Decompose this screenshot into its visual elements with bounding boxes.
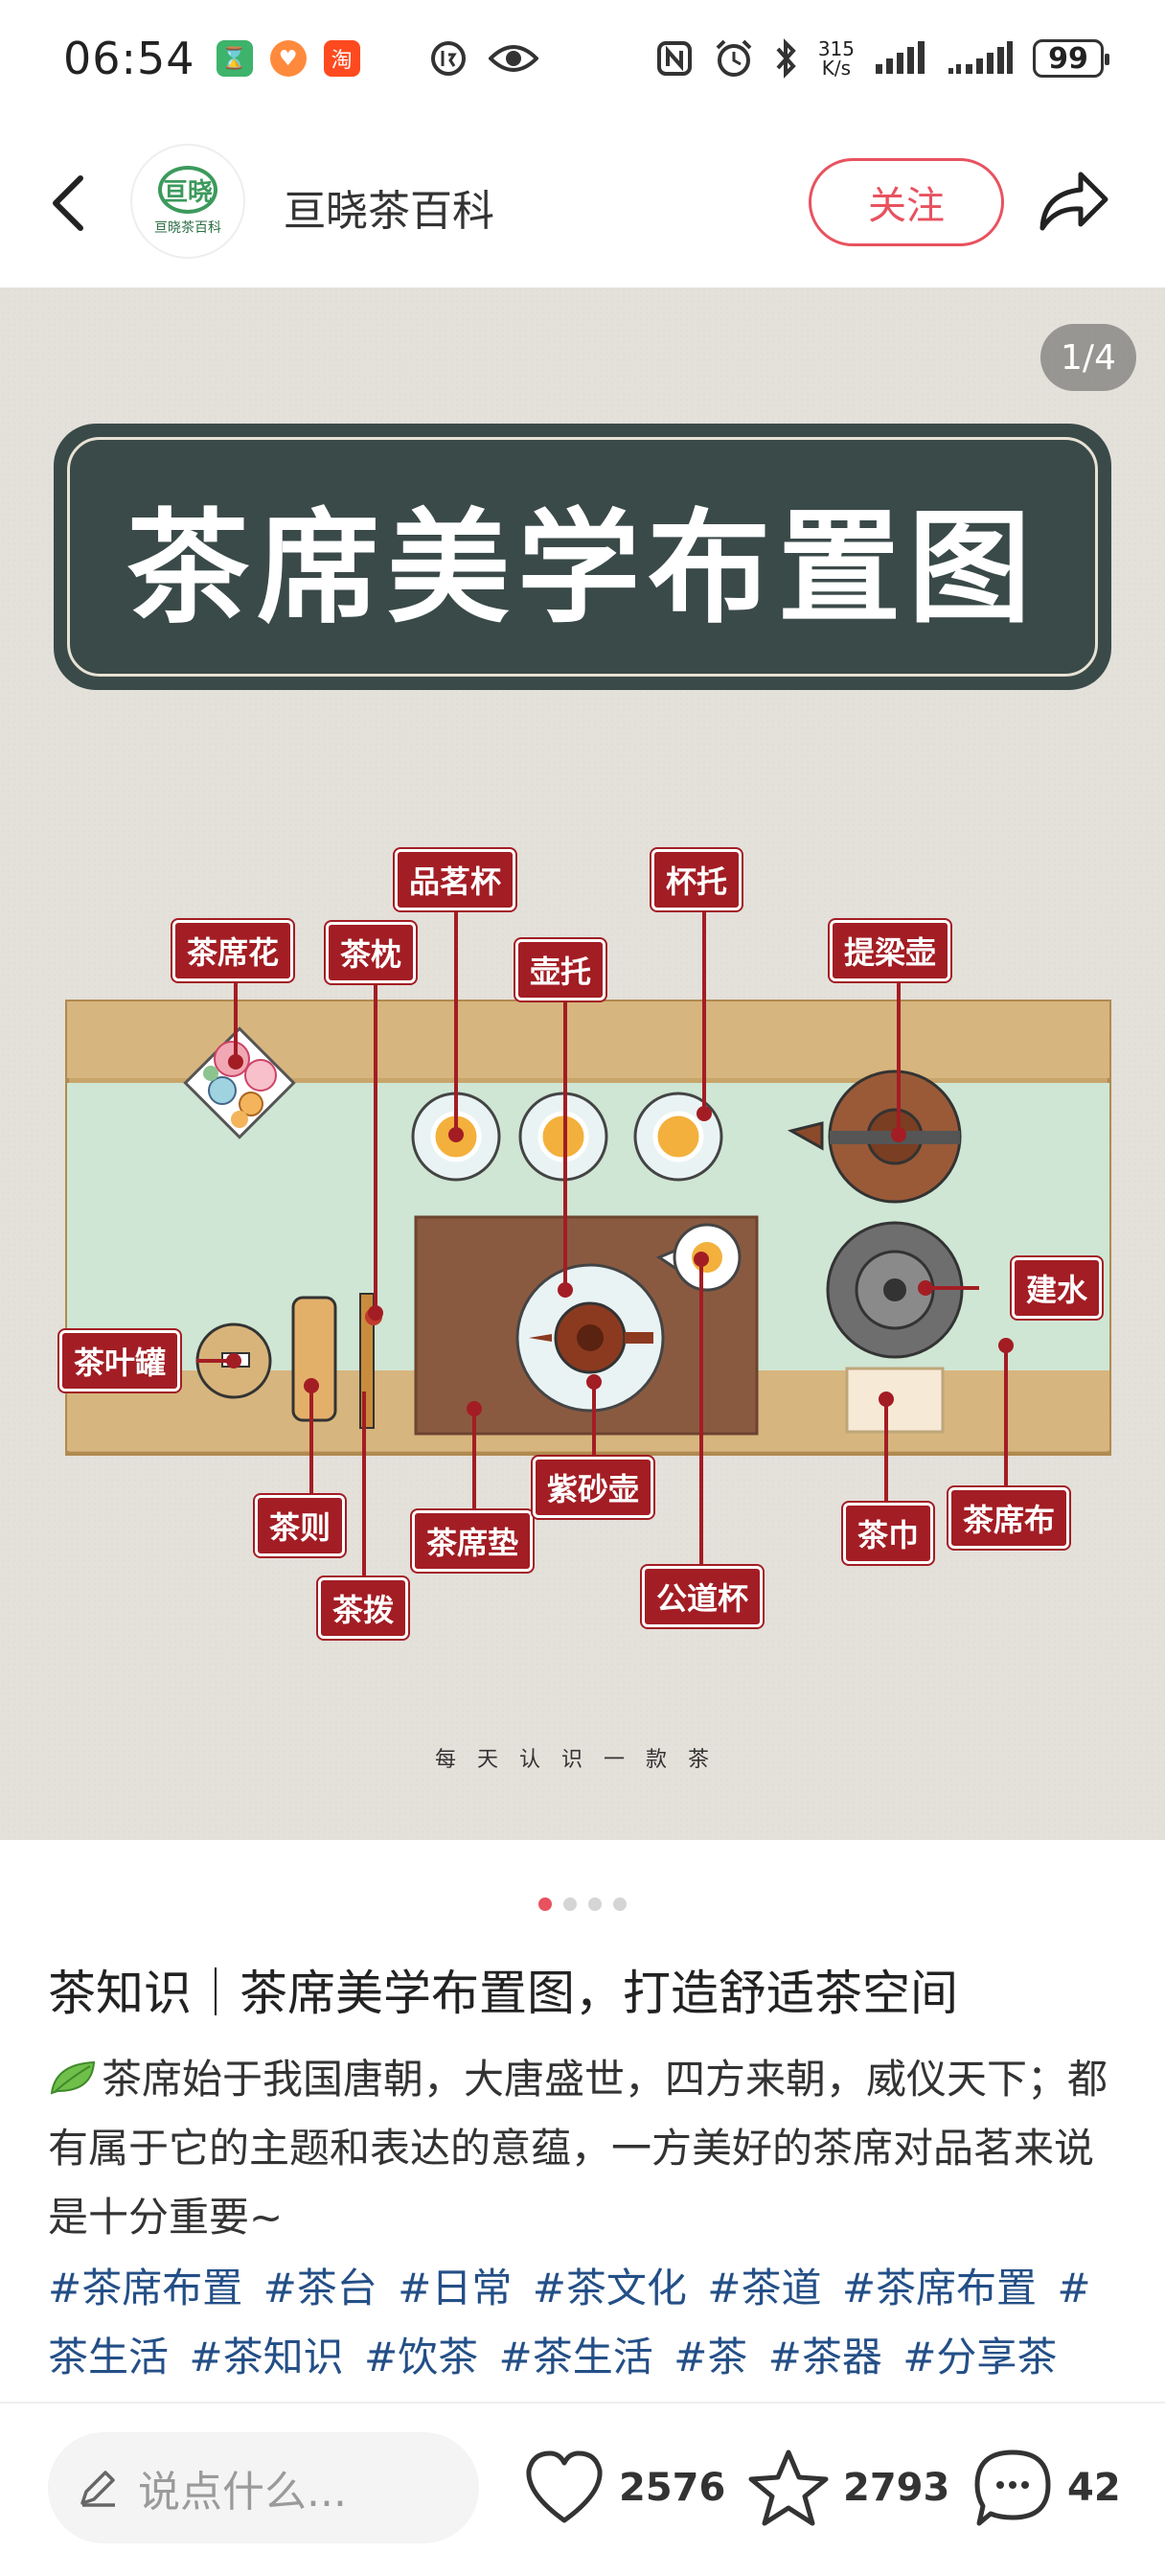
network-speed: 315 K/s bbox=[818, 39, 855, 78]
page-indicator: 1/4 bbox=[1040, 324, 1136, 391]
comment-placeholder: 说点什么... bbox=[138, 2468, 347, 2517]
label-waste-bowl: 建水 bbox=[1012, 1257, 1103, 1319]
label-pinming-cup: 品茗杯 bbox=[395, 849, 516, 910]
comment-input[interactable]: 说点什么... bbox=[48, 2432, 479, 2543]
tag-link[interactable]: #茶生活 bbox=[48, 2265, 1091, 2380]
label-cup-saucer: 杯托 bbox=[651, 849, 742, 910]
zisha-pot-shape bbox=[515, 1263, 665, 1413]
post-body: 茶席始于我国唐朝，大唐盛世，四方来朝，威仪天下；都有属于它的主题和表达的意蕴，一… bbox=[48, 2045, 1131, 2252]
tag-link[interactable]: #茶席布置 bbox=[48, 2265, 243, 2312]
signal-icon-2 bbox=[948, 41, 1013, 74]
label-tea-canister: 茶叶罐 bbox=[59, 1330, 181, 1392]
tea-towel-shape bbox=[845, 1367, 945, 1434]
post-tags: #茶席布置 #茶台 #日常 #茶文化 #茶道 #茶席布置 #茶生活 #茶知识 #… bbox=[48, 2254, 1131, 2392]
status-mid-icons bbox=[429, 39, 538, 78]
post-body-text: 茶席始于我国唐朝，大唐盛世，四方来朝，威仪天下；都有属于它的主题和表达的意蕴，一… bbox=[48, 2056, 1108, 2241]
battery-level: 99 bbox=[1048, 41, 1088, 76]
carousel-dots bbox=[0, 1898, 1165, 1911]
label-tea-flower: 茶席花 bbox=[172, 920, 294, 981]
leaf-icon bbox=[50, 2060, 96, 2095]
waste-bowl-shape bbox=[826, 1221, 964, 1359]
battery-indicator: 99 bbox=[1033, 39, 1109, 78]
tag-link[interactable]: #茶道 bbox=[707, 2265, 822, 2312]
label-zisha-pot: 紫砂壶 bbox=[533, 1457, 654, 1518]
author-name[interactable]: 亘晓茶百科 bbox=[284, 187, 494, 236]
tag-link[interactable]: #茶生活 bbox=[498, 2334, 653, 2380]
favorite-button[interactable]: 2793 bbox=[747, 2442, 949, 2534]
tag-link[interactable]: #茶 bbox=[674, 2334, 748, 2380]
like-count: 2576 bbox=[619, 2466, 726, 2510]
carousel-dot-2[interactable] bbox=[563, 1898, 577, 1911]
label-fair-cup: 公道杯 bbox=[642, 1566, 764, 1627]
chat-bubble-icon bbox=[974, 2450, 1051, 2526]
carousel-dot-4[interactable] bbox=[613, 1898, 627, 1911]
notification-icons: ⌛ ♥ 淘 bbox=[216, 40, 360, 77]
taobao-icon: 淘 bbox=[323, 40, 360, 77]
pencil-icon bbox=[80, 2471, 115, 2507]
tag-link[interactable]: #茶器 bbox=[767, 2334, 882, 2380]
avatar-logo: 亘晓 bbox=[158, 166, 217, 214]
follow-button[interactable]: 关注 bbox=[809, 158, 1004, 246]
poster-footer: 每天认识一款茶 bbox=[434, 1748, 730, 1772]
comment-button[interactable]: 42 bbox=[971, 2442, 1121, 2534]
label-tea-towel: 茶巾 bbox=[843, 1503, 934, 1564]
signal-icon-1 bbox=[876, 41, 925, 74]
label-tea-pillow: 茶枕 bbox=[326, 922, 417, 983]
tag-link[interactable]: #茶文化 bbox=[532, 2265, 687, 2312]
post-title: 茶知识｜茶席美学布置图，打造舒适茶空间 bbox=[48, 1966, 958, 2021]
tag-link[interactable]: #分享茶 bbox=[902, 2334, 1058, 2380]
banner-border bbox=[67, 437, 1098, 677]
heart-app-icon: ♥ bbox=[269, 40, 307, 77]
label-tea-scoop: 茶则 bbox=[255, 1495, 346, 1556]
share-button[interactable] bbox=[1035, 169, 1111, 236]
nfc-icon bbox=[656, 41, 692, 76]
network-speed-value: 315 bbox=[817, 37, 855, 60]
back-button[interactable] bbox=[42, 172, 100, 234]
label-pot-stand: 壶托 bbox=[515, 939, 606, 1000]
favorite-count: 2793 bbox=[843, 2466, 950, 2510]
post-header: 亘晓 亘晓茶百科 亘晓茶百科 关注 bbox=[0, 144, 1165, 263]
tea-setting-diagram bbox=[65, 882, 1111, 1585]
tag-link[interactable]: #茶台 bbox=[263, 2265, 377, 2312]
status-bar: 06:54 ⌛ ♥ 淘 315 K/s bbox=[0, 0, 1165, 117]
like-button[interactable]: 2576 bbox=[523, 2442, 725, 2534]
carousel-dot-3[interactable] bbox=[588, 1898, 602, 1911]
tag-link[interactable]: #茶知识 bbox=[189, 2334, 344, 2380]
tea-scoop-shape bbox=[291, 1296, 337, 1422]
tag-link[interactable]: #日常 bbox=[398, 2265, 513, 2312]
network-speed-unit: K/s bbox=[821, 57, 852, 80]
author-avatar[interactable]: 亘晓 亘晓茶百科 bbox=[130, 144, 245, 259]
tag-link[interactable]: #饮茶 bbox=[363, 2334, 479, 2380]
star-icon bbox=[748, 2450, 829, 2526]
comment-count: 42 bbox=[1067, 2466, 1121, 2510]
tag-link[interactable]: #茶席布置 bbox=[841, 2265, 1038, 2312]
carousel-dot-1[interactable] bbox=[538, 1898, 552, 1911]
avatar-subtext: 亘晓茶百科 bbox=[154, 220, 221, 236]
bluetooth-icon bbox=[776, 38, 796, 79]
status-time: 06:54 bbox=[63, 33, 195, 84]
poster-banner: 茶席美学布置图 bbox=[54, 424, 1111, 690]
bottom-divider bbox=[0, 2402, 1165, 2404]
poster-title: 茶席美学布置图 bbox=[126, 495, 1039, 640]
post-image[interactable]: 1/4 茶席美学布置图 bbox=[0, 288, 1165, 1840]
status-right: 315 K/s 99 bbox=[655, 37, 1109, 80]
tea-flower-shape bbox=[183, 1026, 296, 1139]
hourglass-icon: ⌛ bbox=[216, 40, 253, 77]
eye-icon bbox=[488, 45, 538, 72]
data-saver-icon bbox=[430, 41, 466, 76]
label-tea-pick: 茶拨 bbox=[318, 1577, 409, 1639]
chevron-left-icon bbox=[53, 175, 83, 231]
alarm-icon bbox=[716, 39, 752, 77]
label-tea-mat: 茶席垫 bbox=[412, 1510, 534, 1572]
heart-icon bbox=[526, 2450, 603, 2523]
label-tea-cloth: 茶席布 bbox=[948, 1487, 1070, 1549]
share-arrow-icon bbox=[1039, 172, 1108, 231]
label-handle-pot: 提梁壶 bbox=[830, 920, 951, 981]
